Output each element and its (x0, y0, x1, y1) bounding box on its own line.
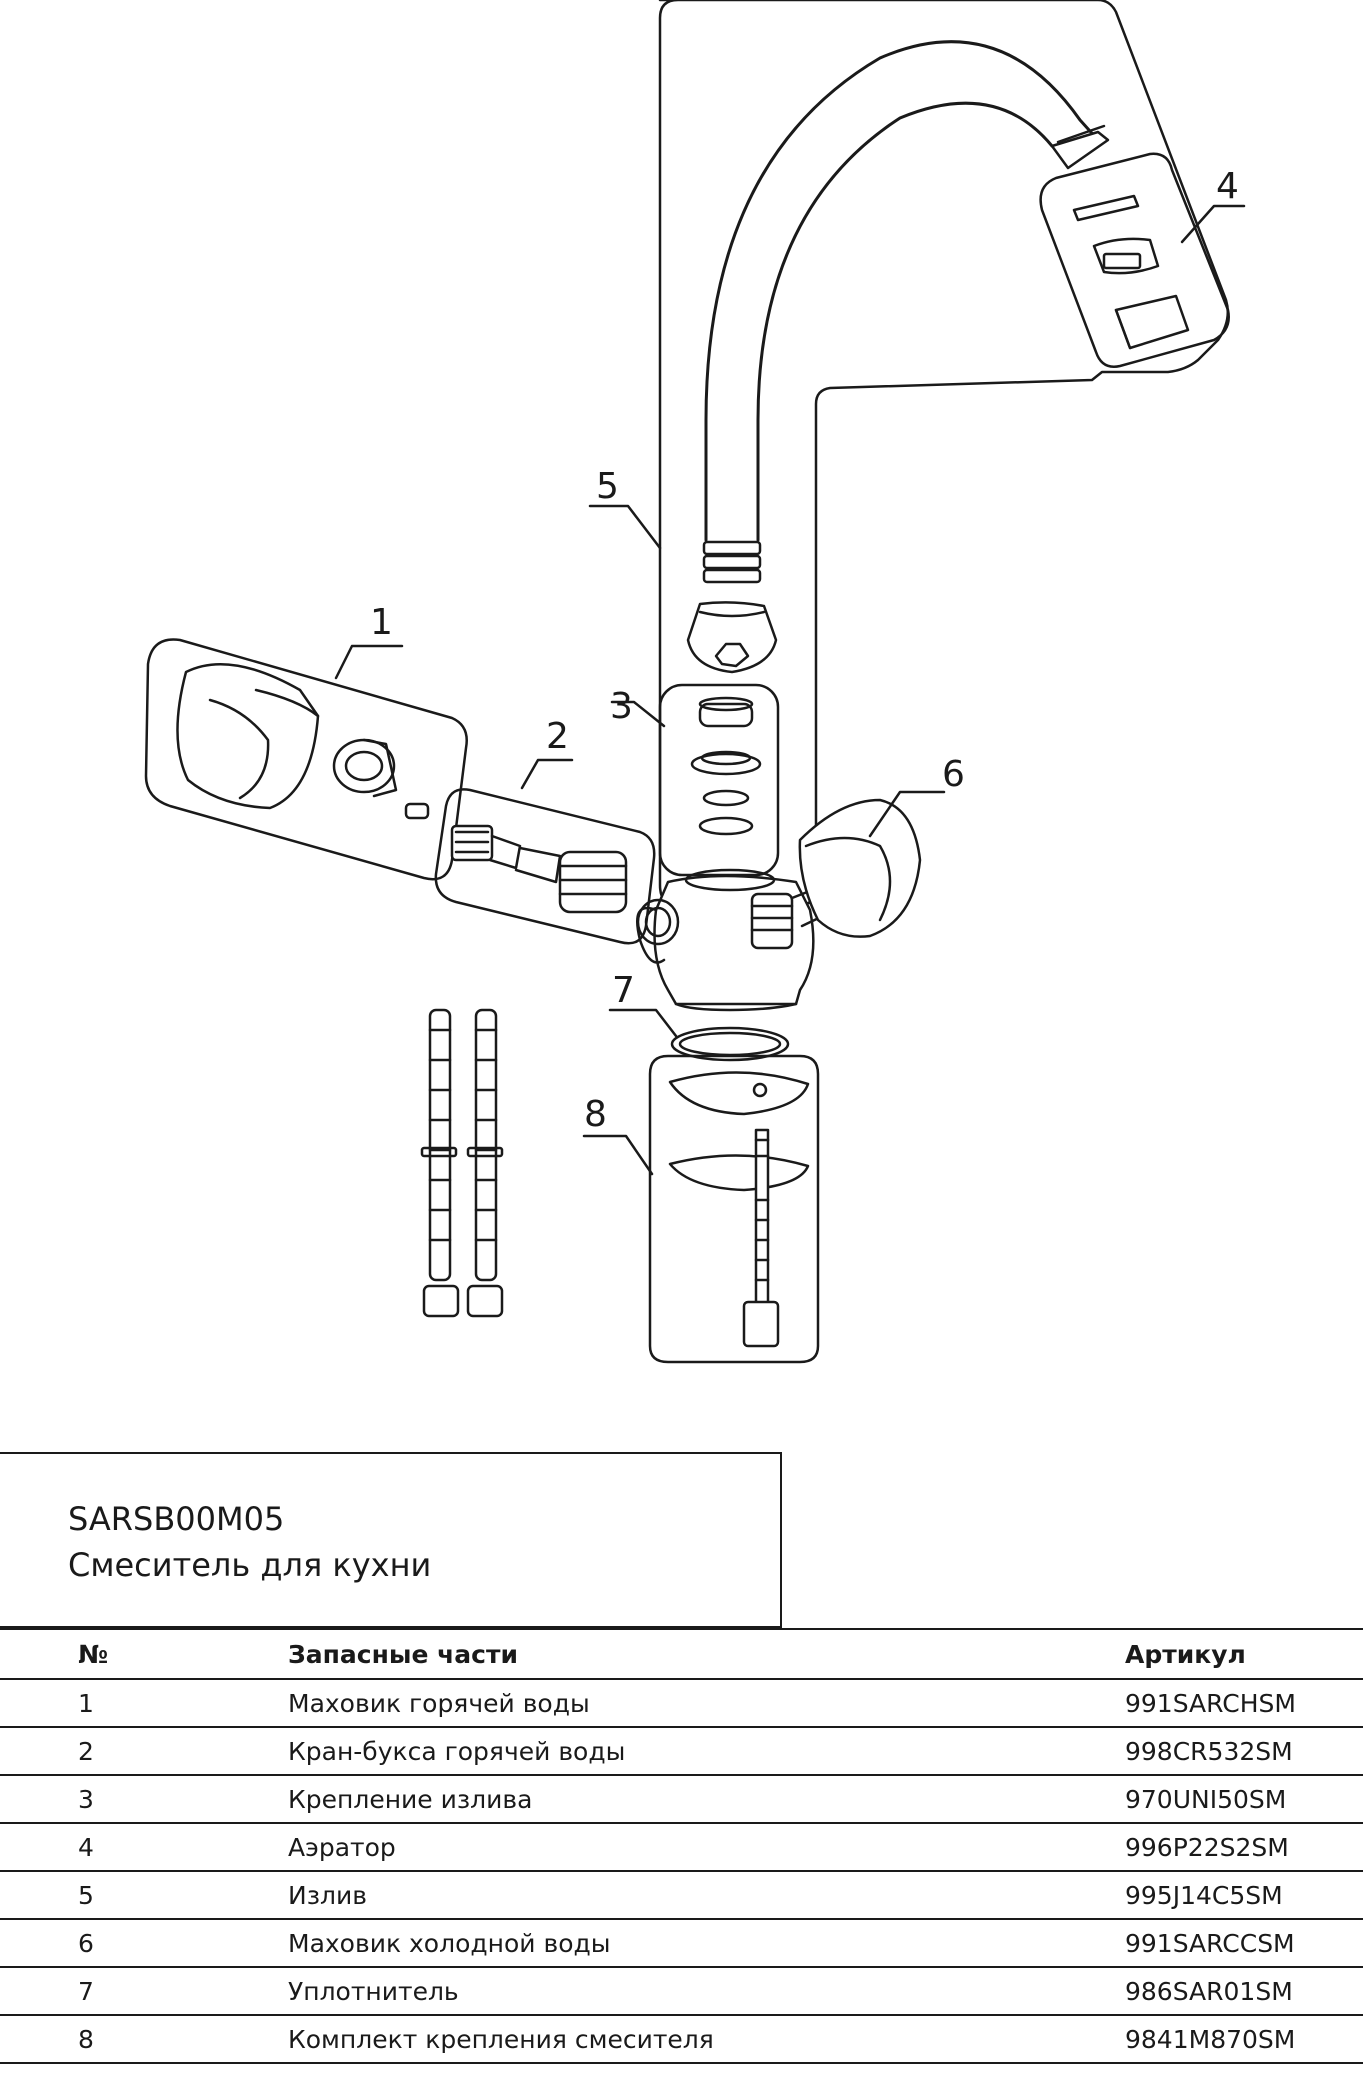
header-number: № (0, 1628, 288, 1680)
callout-7: 7 (612, 970, 635, 1011)
callout-3: 3 (610, 686, 633, 727)
row-number: 6 (0, 1918, 288, 1968)
row-number: 8 (0, 2014, 288, 2064)
mounting-kit-illustration (668, 1071, 810, 1348)
cold-handle-illustration (798, 798, 922, 938)
row-article: 991SARCHSM (1125, 1678, 1363, 1728)
hot-handle-group-outline (144, 638, 468, 881)
row-part-name: Уплотнитель (288, 1966, 1125, 2016)
row-number: 3 (0, 1774, 288, 1824)
row-article: 998CR532SM (1125, 1726, 1363, 1776)
row-number: 1 (0, 1678, 288, 1728)
row-part-name: Маховик холодной воды (288, 1918, 1125, 1968)
row-number: 2 (0, 1726, 288, 1776)
callout-5: 5 (596, 466, 619, 507)
row-part-name: Кран-букса горячей воды (288, 1726, 1125, 1776)
hot-cartridge-group-outline (434, 788, 656, 945)
row-part-name: Излив (288, 1870, 1125, 1920)
mounting-kit-group-outline (648, 1054, 820, 1364)
row-article: 995J14C5SM (1125, 1870, 1363, 1920)
mixer-body-illustration (636, 864, 864, 1012)
row-article: 986SAR01SM (1125, 1966, 1363, 2016)
callout-4: 4 (1216, 166, 1239, 207)
row-article: 9841M870SM (1125, 2014, 1363, 2064)
row-part-name: Комплект крепления смесителя (288, 2014, 1125, 2064)
header-part-name: Запасные части (288, 1628, 1125, 1680)
hot-cartridge-illustration (450, 824, 628, 914)
exploded-view-diagram: 1 2 3 4 5 6 7 8 (144, 0, 1246, 1364)
row-article: 991SARCCSM (1125, 1918, 1363, 1968)
row-article: 996P22S2SM (1125, 1822, 1363, 1872)
callout-8: 8 (584, 1094, 607, 1135)
row-number: 7 (0, 1966, 288, 2016)
aerator-group-outline (1039, 152, 1230, 368)
spout-group-outline (658, 0, 1229, 907)
row-article: 970UNI50SM (1125, 1774, 1363, 1824)
hot-handle-illustration (176, 662, 430, 820)
flexible-hoses-illustration (420, 1008, 504, 1318)
row-part-name: Аэратор (288, 1822, 1125, 1872)
table-header-row: № Запасные части Артикул (0, 1628, 1363, 1680)
callout-6: 6 (942, 754, 965, 795)
aerator-illustration (1072, 194, 1190, 350)
spout-illustration (686, 40, 1110, 674)
seal-illustration (670, 1026, 790, 1062)
row-part-name: Маховик горячей воды (288, 1678, 1125, 1728)
callout-2: 2 (546, 716, 569, 757)
header-article: Артикул (1125, 1628, 1363, 1680)
row-part-name: Крепление излива (288, 1774, 1125, 1824)
product-name: Смеситель для кухни (68, 1546, 432, 1584)
callout-1: 1 (370, 602, 393, 643)
row-number: 4 (0, 1822, 288, 1872)
product-code: SARSB00M05 (68, 1500, 285, 1538)
spout-mount-illustration (690, 696, 762, 836)
row-number: 5 (0, 1870, 288, 1920)
title-block (0, 1452, 782, 1628)
